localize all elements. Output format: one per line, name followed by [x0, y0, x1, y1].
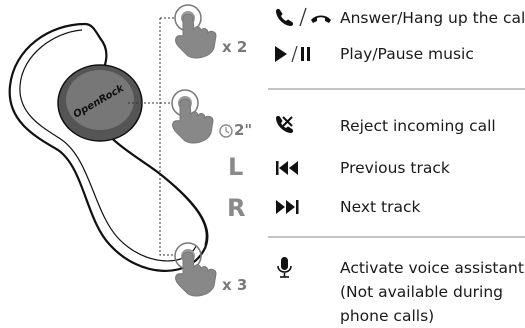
gesture-connectors [128, 17, 175, 256]
divider-line [268, 88, 525, 90]
divider-line [268, 236, 525, 238]
reject-call-label: Reject incoming call [340, 117, 496, 135]
reject-call-icon [276, 115, 294, 133]
play-pause-icon [275, 45, 310, 63]
double-tap-hand-icon [174, 4, 217, 59]
answer-hangup-label: Answer/Hang up the call [340, 9, 525, 27]
triple-tap-count: x 3 [222, 276, 248, 294]
left-earbud-label: L [228, 153, 244, 181]
microphone-icon [277, 257, 292, 278]
phone-answer-hangup-icon [276, 7, 331, 27]
play-pause-label: Play/Pause music [340, 45, 474, 63]
previous-track-icon [276, 161, 298, 175]
next-track-label: Next track [340, 198, 421, 216]
voice-assistant-label: Activate voice assistant (Not available … [340, 259, 524, 325]
triple-tap-hand-icon [174, 242, 217, 297]
earbud-illustration: OpenRock [8, 22, 209, 272]
previous-track-label: Previous track [340, 159, 450, 177]
double-tap-count: x 2 [222, 38, 248, 56]
next-track-icon [276, 200, 299, 214]
hold-duration: 2" [234, 121, 253, 139]
right-earbud-label: R [227, 194, 246, 222]
clock-icon [219, 124, 233, 138]
hold-hand-icon [171, 89, 233, 144]
